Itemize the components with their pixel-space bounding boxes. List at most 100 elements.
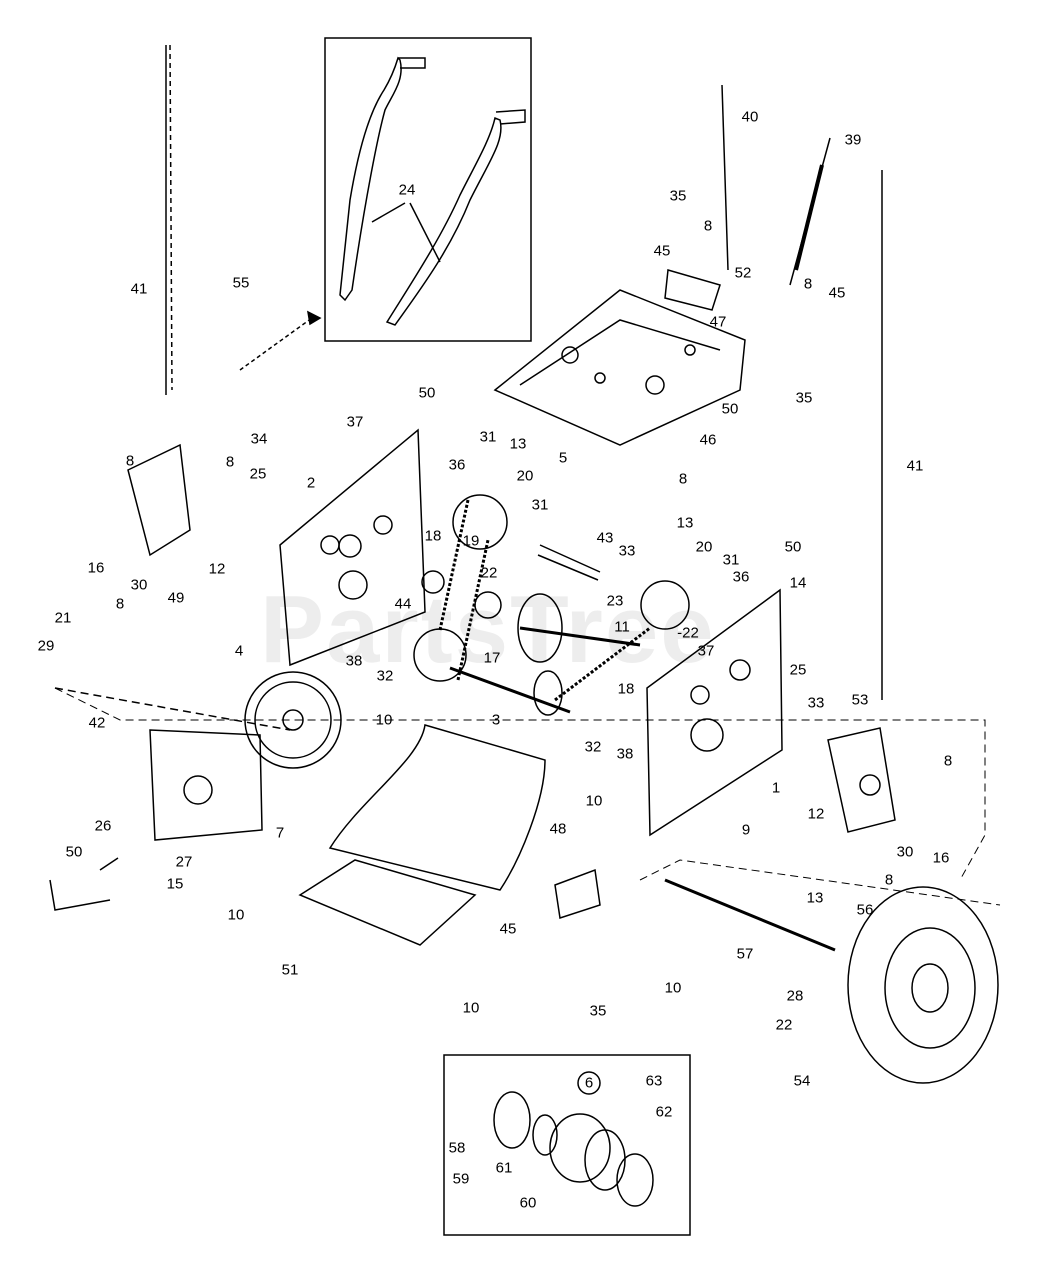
callout-label: 38 xyxy=(616,745,634,763)
callout-label: 34 xyxy=(250,430,268,448)
callout-label: 26 xyxy=(94,817,112,835)
arrow-to-inset xyxy=(307,310,322,326)
callout-label: 40 xyxy=(741,108,759,126)
callout-label: 10 xyxy=(375,711,393,729)
callout-label: 25 xyxy=(249,465,267,483)
callout-label: 10 xyxy=(462,999,480,1017)
callout-label: 46 xyxy=(699,431,717,449)
callout-label: 8 xyxy=(884,871,894,889)
callout-label: 11 xyxy=(614,618,630,636)
callout-label: 54 xyxy=(793,1072,811,1090)
callout-label: -22 xyxy=(677,624,699,642)
chain-left xyxy=(438,499,490,681)
callout-label: 18 xyxy=(617,680,635,698)
callout-label: 55 xyxy=(232,274,250,292)
callout-label: 22 xyxy=(480,564,498,582)
callout-label: 37 xyxy=(697,642,715,660)
inset-hub xyxy=(532,1114,558,1156)
shaft-3 xyxy=(449,666,571,714)
inset-flange xyxy=(493,1091,531,1149)
callout-label: 36 xyxy=(732,568,750,586)
sprocket-20 xyxy=(640,580,690,630)
callout-label: 24 xyxy=(398,181,416,199)
pulley-inset-frame xyxy=(443,1054,691,1236)
leader-24a xyxy=(371,202,406,223)
inset-callout-circle xyxy=(577,1071,601,1095)
callout-label: 41 xyxy=(130,280,148,298)
callout-label: 31 xyxy=(531,496,549,514)
callout-label: 37 xyxy=(346,413,364,431)
callout-label: 8 xyxy=(678,470,688,488)
callout-label: 31 xyxy=(722,551,740,569)
callout-label: 35 xyxy=(795,389,813,407)
callout-label: 18 xyxy=(424,527,442,545)
callout-label: 45 xyxy=(653,242,671,260)
callout-label: 8 xyxy=(225,453,235,471)
callout-label: 45 xyxy=(499,920,517,938)
top-frame-50 xyxy=(493,289,746,446)
callout-label: 28 xyxy=(786,987,804,1005)
callout-label: 8 xyxy=(803,275,813,293)
callout-label: 43 xyxy=(596,529,614,547)
shroud-10 xyxy=(328,724,546,891)
handle-inset-frame xyxy=(324,37,532,342)
callout-label: 8 xyxy=(703,217,713,235)
callout-label: 8 xyxy=(943,752,953,770)
callout-label: 4 xyxy=(234,642,244,660)
callout-label: 33 xyxy=(807,694,825,712)
callout-label: 61 xyxy=(495,1159,513,1177)
callout-label: 63 xyxy=(645,1072,663,1090)
leader-24b xyxy=(409,202,441,263)
callout-label: 32 xyxy=(376,667,394,685)
callout-label: 35 xyxy=(589,1002,607,1020)
sprocket-17 xyxy=(474,591,502,619)
callout-label: 8 xyxy=(115,595,125,613)
callout-label: 13 xyxy=(676,514,694,532)
inset-bearing xyxy=(584,1129,626,1191)
callout-label: 47 xyxy=(709,313,727,331)
callout-label: 21 xyxy=(54,609,72,627)
callout-label: 1 xyxy=(771,779,781,797)
callout-label: 25 xyxy=(789,661,807,679)
callout-label: 20 xyxy=(516,467,534,485)
sprocket-19 xyxy=(452,494,508,550)
callout-label: 27 xyxy=(175,853,193,871)
handle-right-part xyxy=(385,109,526,326)
callout-label: 5 xyxy=(558,449,568,467)
inset-cover xyxy=(616,1153,654,1207)
callout-label: 50 xyxy=(784,538,802,556)
callout-label: 60 xyxy=(519,1194,537,1212)
callout-label: 45 xyxy=(828,284,846,302)
cable-40 xyxy=(721,84,729,271)
callout-label: 20 xyxy=(695,538,713,556)
bracket-48 xyxy=(554,868,601,919)
axle-57 xyxy=(664,878,836,952)
bracket-52 xyxy=(664,269,721,311)
callout-label: 19 xyxy=(462,532,480,550)
callout-label: 53 xyxy=(851,691,869,709)
callout-label: 57 xyxy=(736,945,754,963)
callout-label: 3 xyxy=(491,711,501,729)
callout-label: 29 xyxy=(37,637,55,655)
callout-label: 59 xyxy=(452,1170,470,1188)
callout-label: 8 xyxy=(125,452,135,470)
callout-label: 36 xyxy=(448,456,466,474)
handle-left-part xyxy=(339,56,426,302)
callout-label: 51 xyxy=(281,961,299,979)
callout-label: 15 xyxy=(166,875,184,893)
callout-label: 62 xyxy=(655,1103,673,1121)
callout-label: 56 xyxy=(856,901,874,919)
callout-label: 41 xyxy=(906,457,924,475)
callout-label: 17 xyxy=(483,649,501,667)
callout-label: 13 xyxy=(806,889,824,907)
callout-label: 50 xyxy=(65,843,83,861)
housing-53 xyxy=(827,727,896,833)
callout-label: 38 xyxy=(345,652,363,670)
callout-label: 23 xyxy=(606,592,624,610)
callout-label: 44 xyxy=(394,595,412,613)
callout-label: 58 xyxy=(448,1139,466,1157)
callout-label: 42 xyxy=(88,714,106,732)
callout-label: 48 xyxy=(549,820,567,838)
